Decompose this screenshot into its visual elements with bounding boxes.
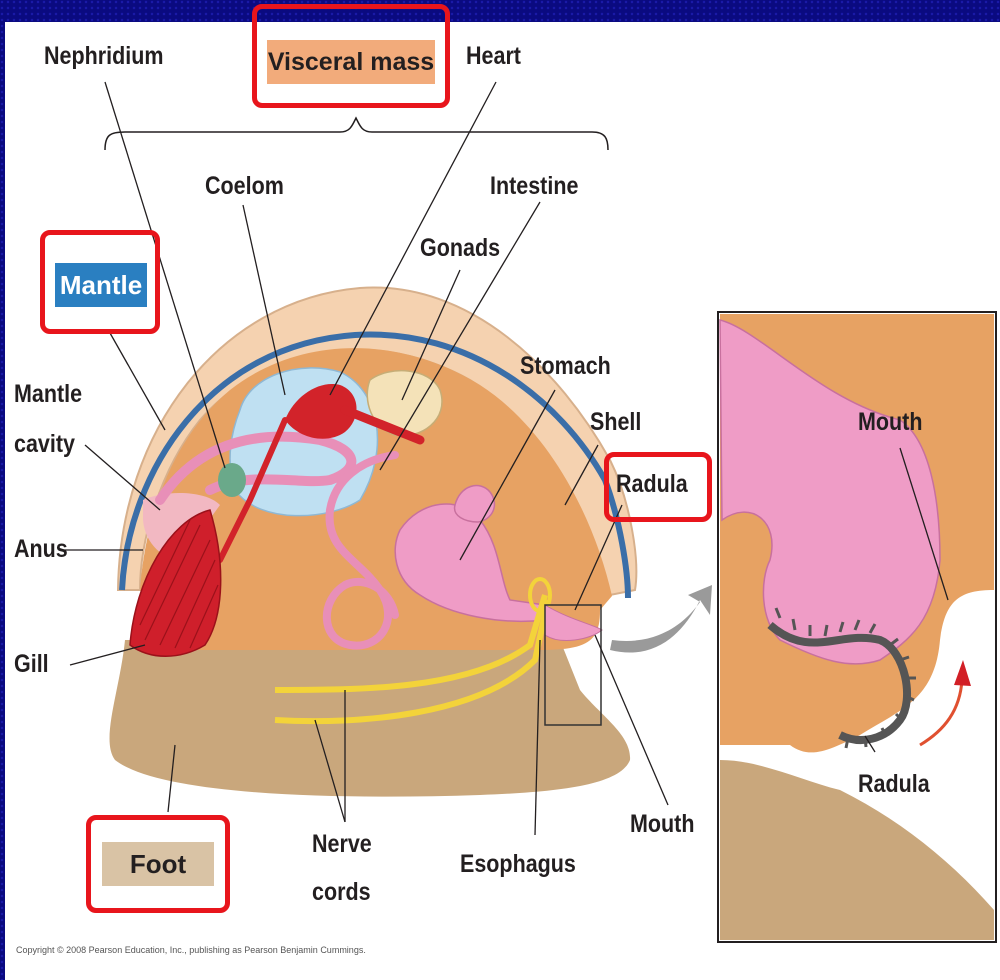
copyright-notice: Copyright © 2008 Pearson Education, Inc.…: [16, 945, 366, 955]
inset-radula-label: Radula: [858, 770, 930, 799]
mouth-label: Mouth: [630, 810, 694, 839]
shell-label: Shell: [590, 408, 641, 437]
coelom-label: Coelom: [205, 172, 284, 201]
foot-label: Foot: [102, 842, 214, 886]
nerve-cords-label-line2: cords: [312, 878, 371, 907]
visceral-mass-label: Visceral mass: [267, 40, 435, 84]
visceral-mass-bracket: [105, 118, 608, 150]
nephridium-label: Nephridium: [44, 42, 163, 71]
heart-label: Heart: [466, 42, 521, 71]
stomach-label: Stomach: [520, 352, 611, 381]
anus-label: Anus: [14, 535, 68, 564]
nephridium-shape: [218, 463, 246, 497]
gill-label: Gill: [14, 650, 49, 679]
gonads-label: Gonads: [420, 234, 500, 263]
inset-mouth-label: Mouth: [858, 408, 922, 437]
radula-label: Radula: [616, 470, 688, 499]
intestine-label: Intestine: [490, 172, 578, 201]
mantle-cavity-label-line2: cavity: [14, 430, 75, 459]
mantle-label: Mantle: [55, 263, 147, 307]
mantle-cavity-label-line1: Mantle: [14, 380, 82, 409]
nerve-cords-label-line1: Nerve: [312, 830, 372, 859]
esophagus-label: Esophagus: [460, 850, 576, 879]
